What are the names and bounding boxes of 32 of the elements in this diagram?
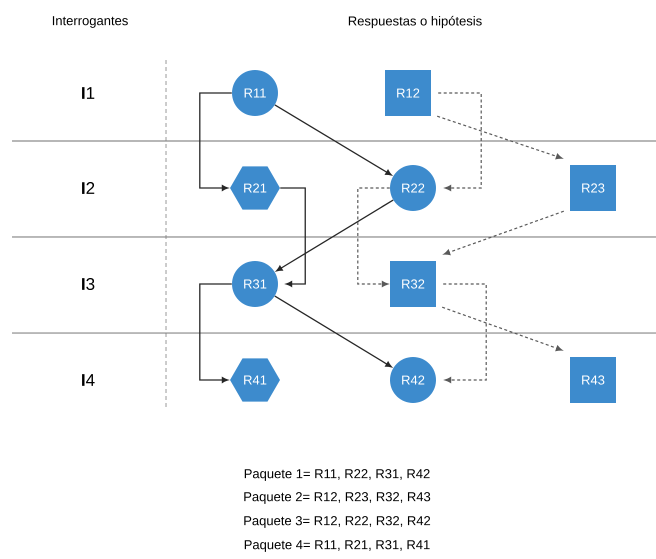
column-heading: Interrogantes — [52, 16, 128, 28]
arrow — [443, 283, 487, 383]
arrow — [276, 199, 394, 272]
package-line: Paquete 2= R12, R23, R32, R43 — [244, 492, 430, 504]
package-line: Paquete 4= R11, R21, R31, R41 — [244, 540, 430, 552]
circle-node: R42 — [390, 357, 436, 403]
package-line: Paquete 3= R12, R22, R32, R42 — [244, 516, 430, 528]
circle-node: R11 — [232, 70, 278, 116]
row-label: I1 — [82, 87, 94, 99]
row-label: I2 — [82, 182, 94, 194]
square-node: R32 — [390, 261, 436, 307]
square-node: R23 — [570, 165, 616, 211]
arrow — [442, 306, 562, 352]
arrow — [280, 187, 306, 287]
square-node: R12 — [385, 70, 431, 116]
arrow — [199, 283, 232, 383]
package-line: Paquete 1= R11, R22, R31, R42 — [244, 469, 430, 481]
arrow — [274, 295, 392, 368]
column-heading: Respuestas o hipótesis — [348, 16, 482, 28]
arrow — [357, 187, 390, 287]
arrow — [437, 116, 562, 160]
circle-node: R22 — [390, 165, 436, 211]
row-label: I3 — [82, 278, 94, 290]
arrow — [274, 104, 392, 176]
arrow — [438, 92, 482, 191]
hexagon-node: R21 — [230, 166, 280, 210]
arrow — [444, 210, 564, 256]
square-node: R43 — [570, 357, 616, 403]
circle-node: R31 — [232, 261, 278, 307]
arrow — [199, 92, 232, 191]
hexagon-node: R41 — [230, 358, 280, 402]
row-label: I4 — [82, 374, 95, 386]
